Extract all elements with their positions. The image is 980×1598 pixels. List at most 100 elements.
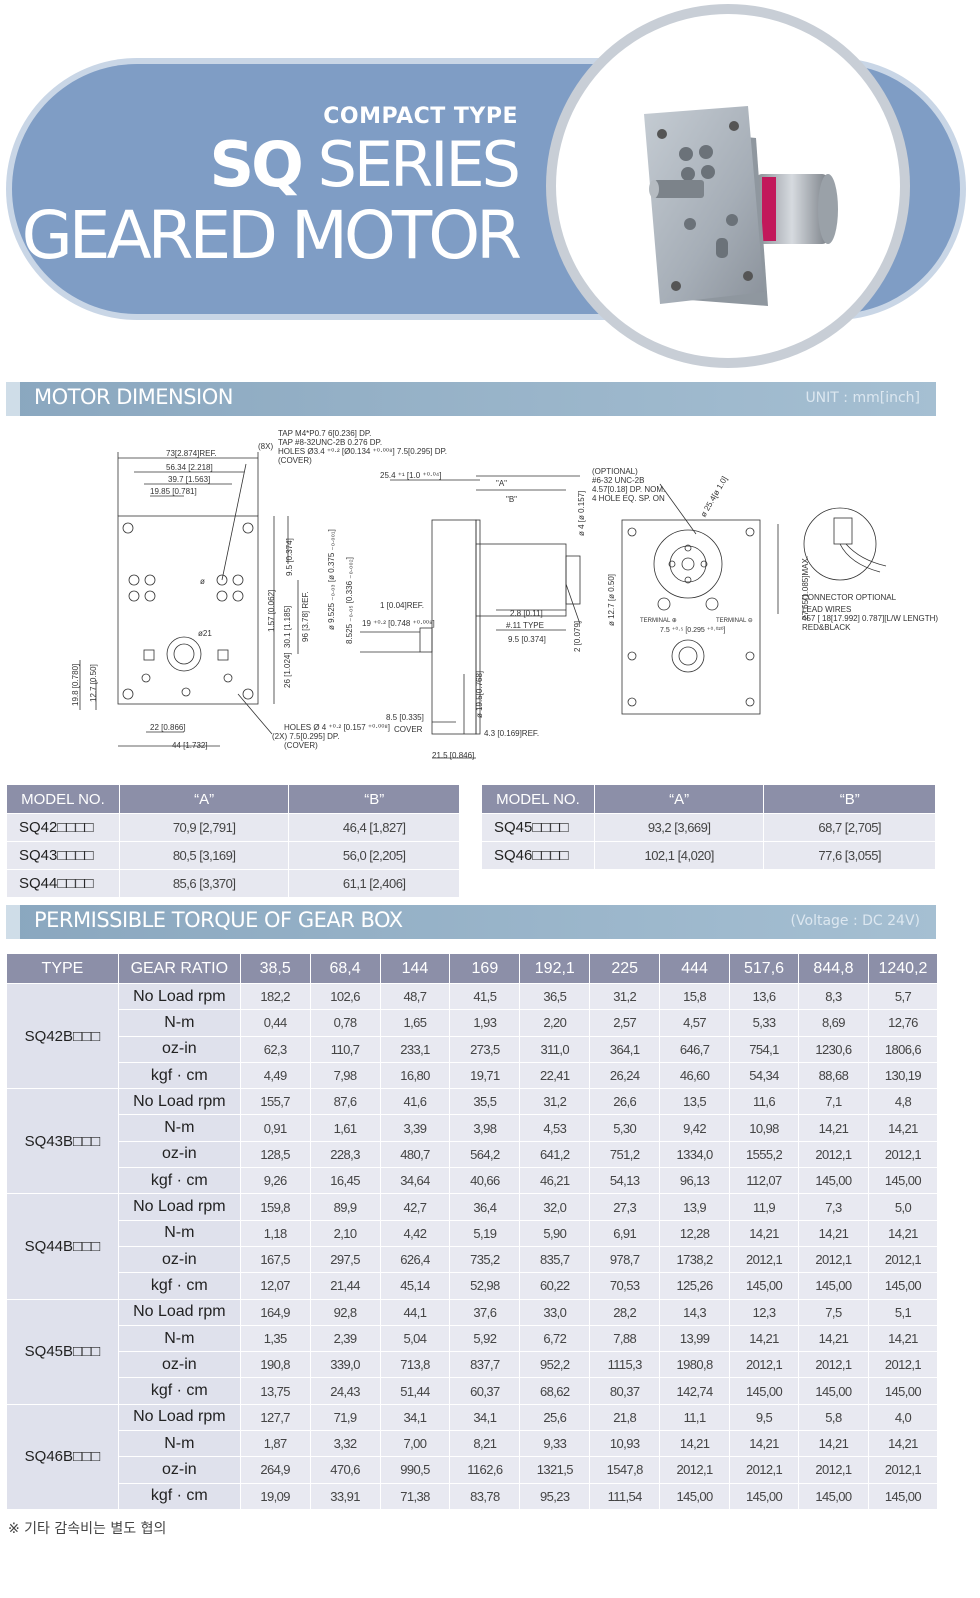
value-cell: 1334,0 xyxy=(659,1140,731,1169)
value-cell: 5,92 xyxy=(449,1324,521,1353)
lbl-d157: 1.57 [0.062] xyxy=(267,590,276,632)
lbl-tap-count: (8X) xyxy=(258,442,273,451)
value-cell: 13,75 xyxy=(239,1377,311,1405)
value-cell: 2012,1 xyxy=(797,1351,869,1379)
table-row: SQ43□□□□80,5 [3,169]56,0 [2,205] xyxy=(6,841,460,870)
value-cell: 9,33 xyxy=(519,1430,591,1458)
value-cell: 48,7 xyxy=(379,982,451,1011)
value-cell: 7,88 xyxy=(589,1324,661,1353)
value-cell: 2012,1 xyxy=(659,1456,731,1484)
lbl-d127b: ø 12.7 [ø 0.50] xyxy=(607,574,616,626)
lbl-d2: 2 [0.079] xyxy=(573,621,582,652)
value-cell: 31,2 xyxy=(589,982,661,1011)
col-ratio: 192,1 xyxy=(519,953,591,984)
value-cell: 25,6 xyxy=(519,1403,591,1432)
table-row: SQ42□□□□70,9 [2,791]46,4 [1,827] xyxy=(6,813,460,842)
value-cell: 470,6 xyxy=(309,1456,381,1484)
value-cell: 5,8 xyxy=(797,1403,869,1432)
value-cell: 6,72 xyxy=(519,1324,591,1353)
value-cell: 71,38 xyxy=(379,1482,451,1510)
value-cell: 1230,6 xyxy=(797,1035,869,1063)
value-cell: 2012,1 xyxy=(867,1245,939,1274)
value-cell: 754,1 xyxy=(729,1035,799,1063)
lbl-term2: TERMINAL ⊖ xyxy=(716,618,753,624)
value-cell: 990,5 xyxy=(379,1456,451,1484)
type-cell: SQ42B□□□ xyxy=(6,982,119,1090)
value-cell: 9,42 xyxy=(659,1114,731,1142)
type-cell: SQ44B□□□ xyxy=(6,1193,119,1300)
value-cell: 92,8 xyxy=(309,1298,381,1326)
value-cell: 273,5 xyxy=(449,1035,521,1063)
value-cell: 145,00 xyxy=(867,1272,939,1300)
unit-cell: No Load rpm xyxy=(117,1088,241,1116)
a-cell: 80,5 [3,169] xyxy=(118,841,290,870)
model-cell: SQ42□□□□ xyxy=(6,813,120,842)
value-cell: 26,6 xyxy=(589,1088,661,1116)
value-cell: 978,7 xyxy=(589,1245,661,1274)
col-a: “A” xyxy=(118,784,290,814)
b-cell: 46,4 [1,827] xyxy=(288,813,460,842)
lbl-d95b: 9.5 [0.374] xyxy=(508,635,546,644)
value-cell: 7,1 xyxy=(797,1088,869,1116)
value-cell: 11,1 xyxy=(659,1403,731,1432)
value-cell: 60,37 xyxy=(449,1377,521,1405)
unit-cell: kgf · cm xyxy=(117,1377,241,1405)
unit-cell: No Load rpm xyxy=(117,1193,241,1221)
value-cell: 127,7 xyxy=(239,1403,311,1432)
value-cell: 1,87 xyxy=(239,1430,311,1458)
type-cell: SQ46B□□□ xyxy=(6,1403,119,1510)
col-ratio: 144 xyxy=(379,953,451,984)
value-cell: 1555,2 xyxy=(729,1140,799,1169)
lbl-d1: 1 [0.04]REF. xyxy=(380,601,424,610)
value-cell: 46,60 xyxy=(659,1061,731,1090)
value-cell: 2012,1 xyxy=(797,1456,869,1484)
value-cell: 3,32 xyxy=(309,1430,381,1458)
table-row: SQ46□□□□102,1 [4,020]77,6 [3,055] xyxy=(481,841,936,870)
value-cell: 339,0 xyxy=(309,1351,381,1379)
lbl-phi: ø xyxy=(200,577,205,586)
lbl-conn1: CONNECTOR OPTIONAL xyxy=(802,593,897,602)
col-ratio: 1240,2 xyxy=(867,953,939,984)
value-cell: 735,2 xyxy=(449,1245,521,1274)
value-cell: 19,71 xyxy=(449,1061,521,1090)
value-cell: 7,3 xyxy=(797,1193,869,1221)
lbl-opt1: (OPTIONAL) xyxy=(592,467,638,476)
value-cell: 1,35 xyxy=(239,1324,311,1353)
value-cell: 1115,3 xyxy=(589,1351,661,1379)
value-cell: 14,21 xyxy=(867,1114,939,1142)
value-cell: 13,9 xyxy=(659,1193,731,1221)
lbl-d22: 22 [0.866] xyxy=(150,723,186,732)
value-cell: 110,7 xyxy=(309,1035,381,1063)
value-cell: 145,00 xyxy=(797,1482,869,1510)
unit-cell: oz-in xyxy=(117,1351,241,1379)
unit-label: UNIT : mm[inch] xyxy=(805,390,920,406)
value-cell: 45,14 xyxy=(379,1272,451,1300)
value-cell: 264,9 xyxy=(239,1456,311,1484)
col-ratio: 844,8 xyxy=(797,953,869,984)
value-cell: 14,21 xyxy=(659,1430,731,1458)
table-header-row: MODEL NO. “A” “B” xyxy=(481,784,936,814)
lbl-conn2: LEAD WIRES xyxy=(802,605,851,614)
value-cell: 190,8 xyxy=(239,1351,311,1379)
lbl-opt3: 4.57[0.18] DP. NOM. xyxy=(592,485,665,494)
hero-banner: COMPACT TYPE SQ SERIES GEARED MOTOR xyxy=(0,0,980,380)
value-cell: 19,09 xyxy=(239,1482,311,1510)
value-cell: 14,21 xyxy=(797,1219,869,1247)
lbl-holes2x: (2X) 7.5[0.295] DP. xyxy=(272,732,339,741)
value-cell: 7,98 xyxy=(309,1061,381,1090)
value-cell: 2012,1 xyxy=(729,1245,799,1274)
value-cell: 5,33 xyxy=(729,1009,799,1037)
lbl-opt4: 4 HOLE EQ. SP. ON xyxy=(592,494,665,503)
value-cell: 62,3 xyxy=(239,1035,311,1063)
value-cell: 0,44 xyxy=(239,1009,311,1037)
value-cell: 33,91 xyxy=(309,1482,381,1510)
value-cell: 8,21 xyxy=(449,1430,521,1458)
value-cell: 952,2 xyxy=(519,1351,591,1379)
